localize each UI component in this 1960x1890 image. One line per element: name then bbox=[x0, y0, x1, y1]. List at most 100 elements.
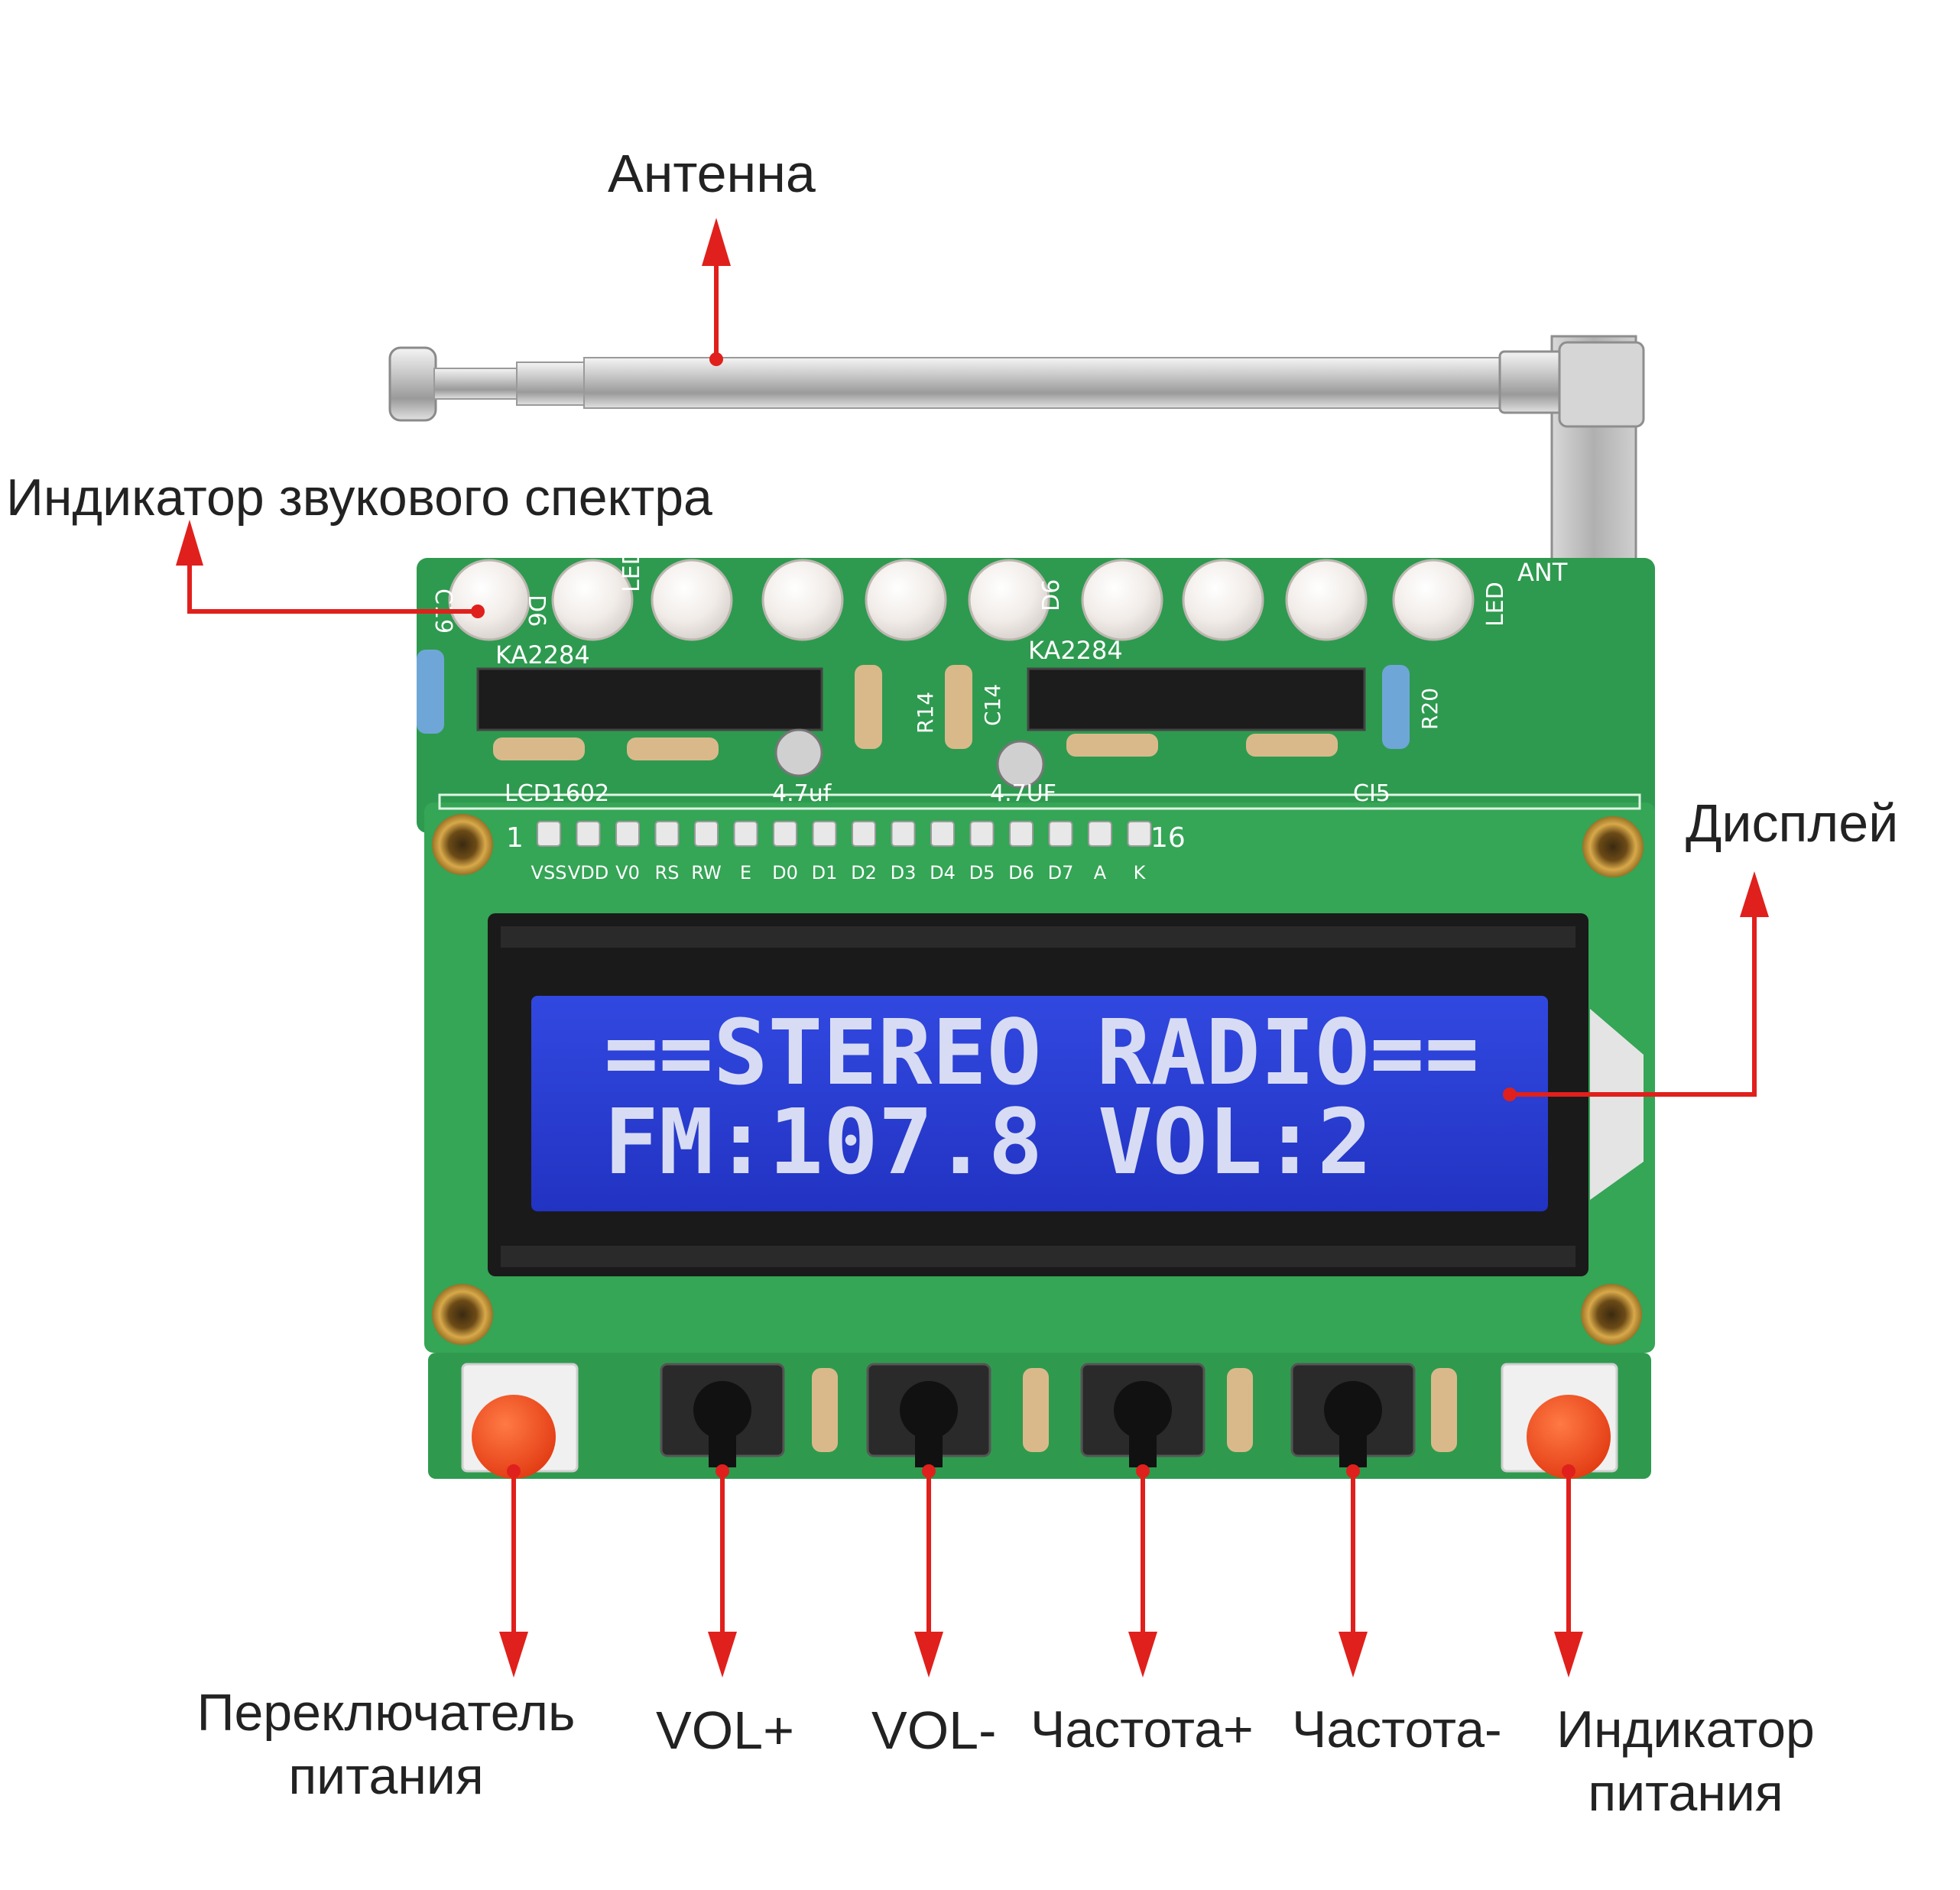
pin-label: RW bbox=[691, 862, 721, 883]
ic-left bbox=[476, 667, 823, 731]
arrow-bottom bbox=[1554, 1464, 1583, 1678]
arrow-bottom bbox=[708, 1464, 737, 1678]
tact-switch-cap[interactable] bbox=[1114, 1381, 1172, 1439]
pin-label: D6 bbox=[1008, 862, 1034, 883]
pin-last-label: 16 bbox=[1150, 822, 1186, 854]
mount-hole-bl bbox=[432, 1284, 493, 1345]
pin-label: D5 bbox=[969, 862, 995, 883]
label-power-switch: Переключатель питания bbox=[172, 1681, 600, 1808]
arrow-bottom bbox=[1128, 1464, 1157, 1678]
ic-right-label: KA2284 bbox=[1028, 636, 1123, 665]
arrow-bottom bbox=[1339, 1464, 1368, 1678]
tact-switch-stem bbox=[1339, 1414, 1367, 1467]
lcd-backlight-tab bbox=[1590, 1009, 1644, 1200]
silk-d6-b: D6 bbox=[1038, 579, 1065, 611]
header-pin bbox=[654, 821, 680, 847]
header-pin bbox=[1088, 821, 1112, 847]
pin-label: VSS bbox=[531, 862, 567, 883]
lcd-header-pins bbox=[537, 821, 1152, 847]
pin-label: VDD bbox=[568, 862, 608, 883]
lcd-line-1: ==STEREO RADIO== bbox=[604, 1000, 1479, 1105]
header-pin bbox=[694, 821, 719, 847]
resistors-bottom bbox=[812, 1368, 1457, 1452]
pin-label: V0 bbox=[615, 862, 640, 883]
silk-lcd1602: LCD1602 bbox=[505, 780, 609, 807]
label-vol-plus: VOL+ bbox=[656, 1700, 794, 1760]
spectrum-led bbox=[865, 559, 947, 641]
tact-switch-cap[interactable] bbox=[900, 1381, 958, 1439]
lcd-screen bbox=[531, 996, 1548, 1211]
header-pin bbox=[930, 821, 955, 847]
pin-label: K bbox=[1134, 862, 1147, 883]
header-pin bbox=[1048, 821, 1073, 847]
header-pin bbox=[1009, 821, 1034, 847]
spectrum-led bbox=[968, 559, 1050, 641]
label-spectrum-indicator: Индикатор звукового спектра bbox=[6, 468, 712, 527]
mount-hole-br bbox=[1581, 1284, 1642, 1345]
tact-switch-stem bbox=[709, 1414, 736, 1467]
label-power-indicator: Индикатор питания bbox=[1544, 1698, 1827, 1825]
arrow-bottom bbox=[499, 1464, 528, 1678]
spectrum-led bbox=[1081, 559, 1163, 641]
spectrum-led bbox=[1285, 559, 1368, 641]
arrow-spectrum bbox=[176, 520, 485, 618]
spectrum-led bbox=[761, 559, 844, 641]
spectrum-led bbox=[448, 559, 531, 641]
pin-label: D3 bbox=[891, 862, 917, 883]
header-pin bbox=[891, 821, 916, 847]
label-antenna: Антенна bbox=[608, 144, 816, 203]
silk-cap-left: 4.7uf bbox=[772, 780, 832, 807]
mount-hole-tl bbox=[432, 814, 493, 875]
pin-label: D1 bbox=[812, 862, 838, 883]
silk-ant: ANT bbox=[1517, 558, 1568, 587]
pin-label: D7 bbox=[1048, 862, 1074, 883]
silk-cap-right: 4.7UF bbox=[990, 780, 1056, 807]
label-freq-plus: Частота+ bbox=[1030, 1700, 1254, 1759]
capacitor-left bbox=[774, 728, 823, 777]
header-pin bbox=[615, 821, 640, 847]
power-switch-button[interactable] bbox=[472, 1395, 556, 1479]
pin-label: E bbox=[740, 862, 751, 883]
power-indicator-lamp bbox=[1527, 1395, 1611, 1479]
silk-c14: C14 bbox=[980, 684, 1005, 726]
pin-first-label: 1 bbox=[506, 822, 524, 854]
spectrum-led-row bbox=[448, 559, 1475, 641]
header-pin bbox=[852, 821, 876, 847]
header-pin bbox=[773, 821, 797, 847]
header-pin bbox=[537, 821, 561, 847]
label-display: Дисплей bbox=[1686, 793, 1899, 853]
tact-switch-cap[interactable] bbox=[693, 1381, 751, 1439]
spectrum-led bbox=[651, 559, 733, 641]
lcd-line-2: FM:107.8 VOL:2 bbox=[604, 1089, 1372, 1195]
header-pin bbox=[733, 821, 758, 847]
header-pin bbox=[969, 821, 995, 847]
ic-left-label: KA2284 bbox=[495, 640, 590, 669]
silk-d6-a: D6 bbox=[523, 595, 550, 627]
pin-label: A bbox=[1094, 862, 1107, 883]
label-power-indicator-line1: Индикатор bbox=[1556, 1700, 1815, 1759]
label-vol-minus: VOL- bbox=[871, 1700, 997, 1760]
spectrum-led bbox=[551, 559, 634, 641]
tact-buttons bbox=[660, 1363, 1416, 1467]
tact-switch-stem bbox=[1129, 1414, 1157, 1467]
header-pin bbox=[576, 821, 601, 847]
silk-led-2: LED bbox=[1482, 582, 1509, 627]
tact-switch-stem bbox=[915, 1414, 943, 1467]
silk-r20: R20 bbox=[1417, 688, 1442, 730]
capacitor-right bbox=[996, 740, 1045, 789]
spectrum-led bbox=[1392, 559, 1475, 641]
label-power-indicator-line2: питания bbox=[1588, 1763, 1783, 1822]
arrow-antenna bbox=[702, 218, 731, 366]
pin-label: D0 bbox=[772, 862, 798, 883]
mount-hole-tr bbox=[1582, 816, 1644, 877]
tact-switch-cap[interactable] bbox=[1324, 1381, 1382, 1439]
label-power-switch-line2: питания bbox=[288, 1746, 484, 1805]
ic-right bbox=[1027, 667, 1366, 731]
header-pin bbox=[1127, 821, 1152, 847]
resistors-top bbox=[417, 650, 1410, 760]
arrow-display bbox=[1503, 871, 1769, 1101]
label-freq-minus: Частота- bbox=[1292, 1700, 1502, 1759]
